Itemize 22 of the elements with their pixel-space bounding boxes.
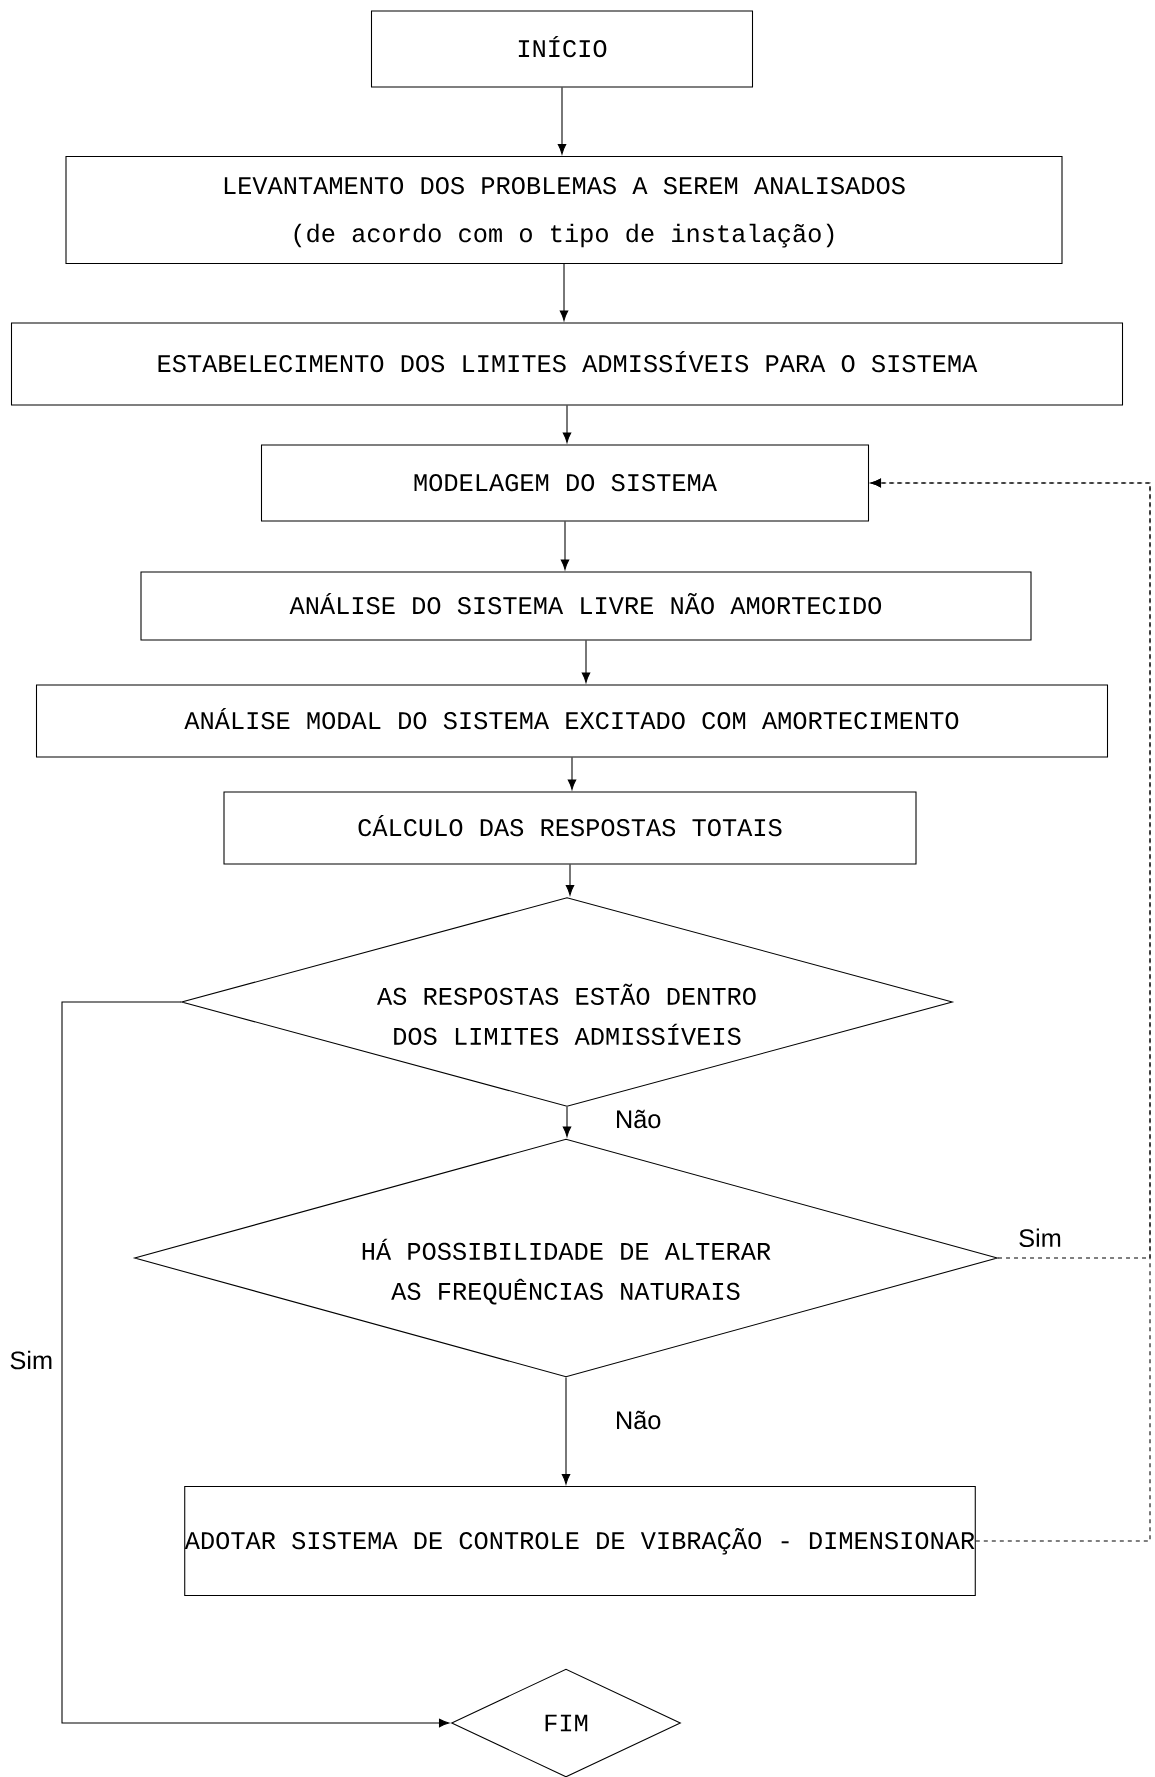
arrow — [562, 1106, 572, 1137]
arrow — [560, 521, 570, 570]
terminal-box: INÍCIO — [370, 10, 754, 88]
edge-label: Não — [612, 1107, 665, 1131]
process-box: ESTABELECIMENTO DOS LIMITES ADMISSÍVEIS PARA O SISTEMA — [10, 322, 1124, 406]
arrow — [567, 757, 577, 790]
arrow — [557, 87, 567, 155]
edge-label: Não — [612, 1408, 665, 1432]
arrow — [870, 478, 1151, 1542]
process-box: LEVANTAMENTO DOS PROBLEMAS A SEREM ANALISADOS (de acordo com o tipo de instalação) — [65, 155, 1063, 265]
process-box: ADOTAR SISTEMA DE CONTROLE DE VIBRAÇÃO - DIMENSIONAR — [184, 1485, 976, 1597]
arrow — [561, 1377, 571, 1485]
arrow — [565, 864, 575, 896]
process-box: ANÁLISE DO SISTEMA LIVRE NÃO AMORTECIDO — [140, 571, 1032, 641]
arrow — [559, 263, 569, 321]
process-box: ANÁLISE MODAL DO SISTEMA EXCITADO COM AMORTECIMENTO — [35, 684, 1109, 758]
process-box: MODELAGEM DO SISTEMA — [260, 444, 870, 522]
arrow — [562, 405, 572, 443]
arrow — [61, 1001, 450, 1728]
process-box: CÁLCULO DAS RESPOSTAS TOTAIS — [223, 791, 917, 865]
arrow — [581, 640, 591, 683]
edge-label: Sim — [6, 1348, 56, 1372]
